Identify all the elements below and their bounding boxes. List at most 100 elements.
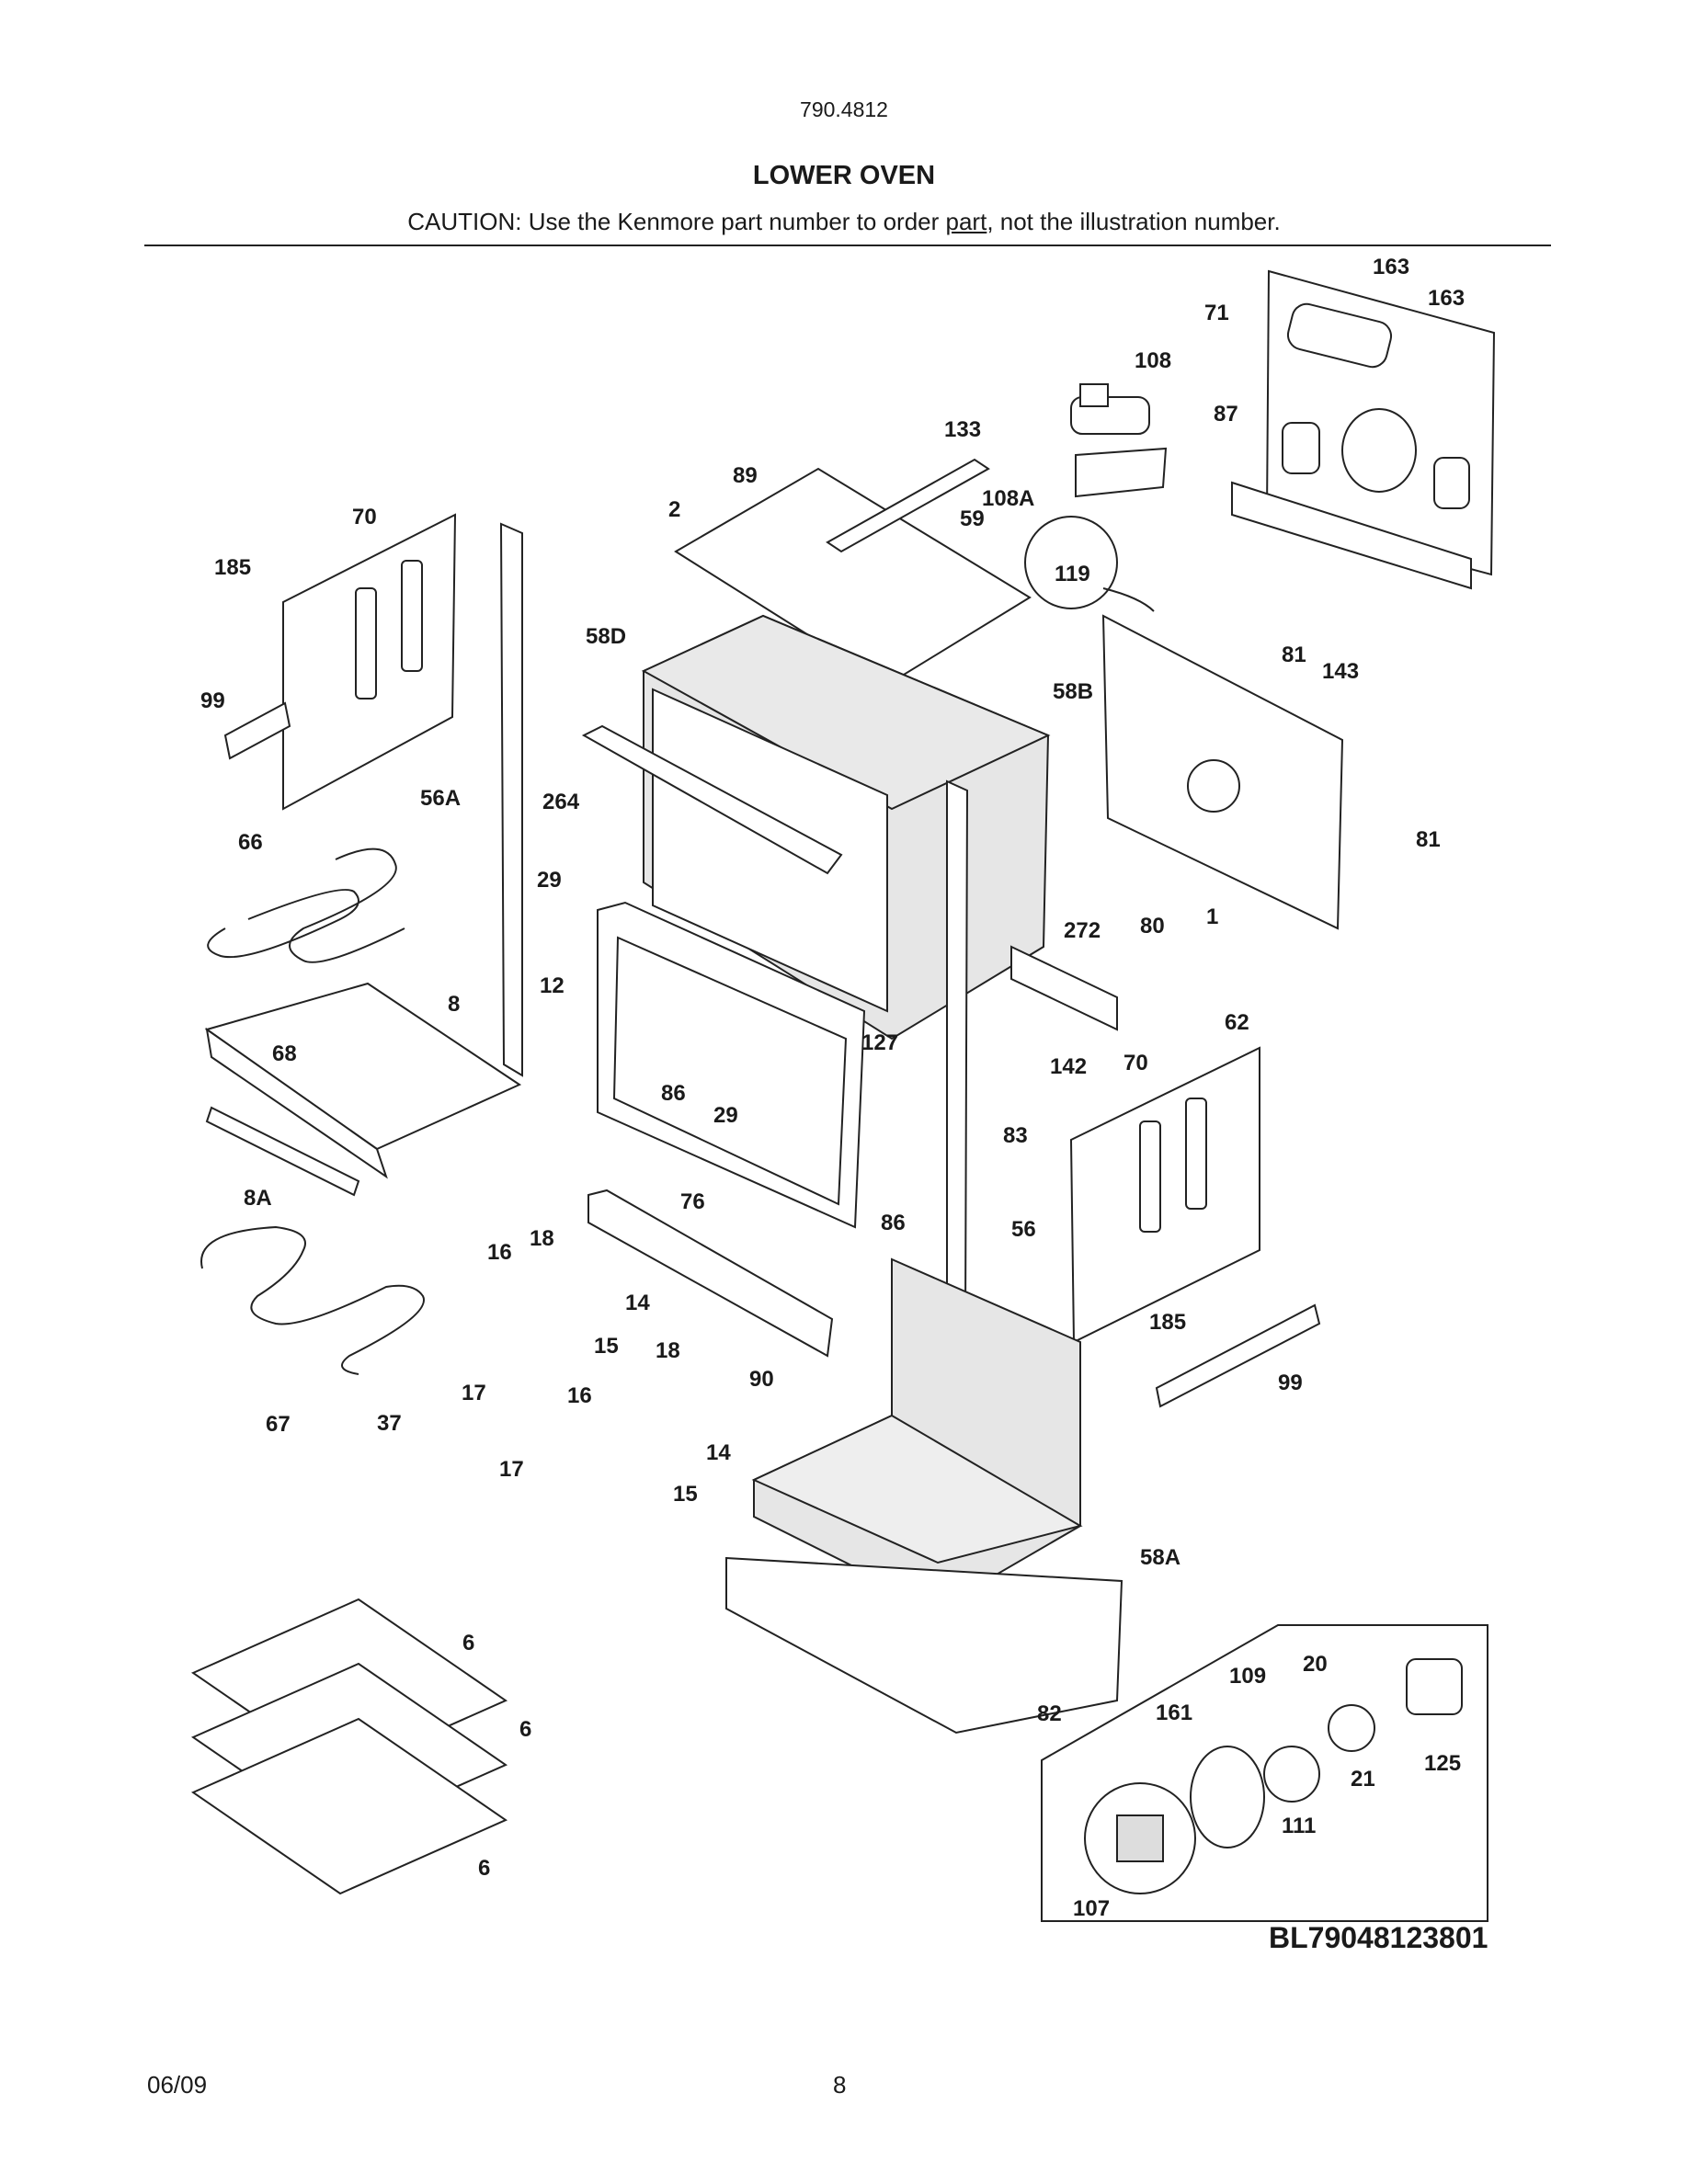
thermostat-inset-119 [1024,516,1155,612]
callout-82: 82 [1037,1701,1062,1726]
callout-14: 14 [625,1291,650,1315]
callout-58a: 58A [1140,1545,1180,1570]
bracket-99-left [223,701,291,760]
front-frame-264 [581,724,843,875]
trim-142 [1010,945,1118,1031]
callout-89: 89 [733,463,758,488]
footer-date: 06/09 [147,2071,208,2099]
callout-71: 71 [1204,301,1229,325]
side-panel-70-right [1069,1046,1260,1344]
callout-90: 90 [749,1367,774,1392]
callout-62: 62 [1225,1010,1249,1035]
callout-21: 21 [1351,1767,1375,1792]
bottom-tray-82 [725,1556,1123,1735]
callout-109: 109 [1229,1664,1266,1689]
rear-panel-71 [1265,269,1496,576]
callout-18: 18 [530,1226,554,1251]
callout-18: 18 [656,1338,680,1363]
callout-29: 29 [537,868,562,893]
model-number: 790.4812 [800,97,888,121]
rear-wall-1 [1101,614,1344,930]
caution-text-end: , not the illustration number. [987,208,1281,235]
callout-185: 185 [214,555,251,580]
callout-108: 108 [1135,348,1171,373]
motor-125 [1406,1658,1463,1715]
callout-99: 99 [200,688,225,713]
callout-16: 16 [567,1383,592,1408]
callout-133: 133 [944,417,981,442]
callout-80: 80 [1140,914,1165,938]
callout-161: 161 [1156,1701,1192,1725]
diagram-code: BL79048123801 [1269,1921,1488,1954]
strip-8A [205,1106,360,1197]
callout-37: 37 [377,1411,402,1436]
callout-17: 17 [499,1457,524,1482]
bake-element-66 [207,847,405,963]
callout-14: 14 [706,1440,731,1465]
callout-15: 15 [673,1482,698,1507]
callout-127: 127 [861,1030,898,1055]
broil-pan-8 [204,982,522,1179]
baffle-20 [1328,1704,1375,1752]
callout-87: 87 [1214,402,1238,427]
caution-note: CAUTION: Use the Kenmore part number to … [0,208,1688,236]
cooling-fan-108 [1070,383,1150,435]
callout-29: 29 [713,1103,738,1128]
callout-58d: 58D [586,624,626,649]
callout-143: 143 [1322,659,1359,684]
bottom-panel-58A [751,1257,1083,1610]
callout-6: 6 [462,1631,474,1655]
callout-108a: 108A [982,486,1034,511]
page-title: LOWER OVEN [752,161,936,190]
callout-81: 81 [1282,643,1306,667]
callout-67: 67 [266,1412,291,1437]
callout-86: 86 [661,1081,686,1106]
callout-119: 119 [1055,562,1090,586]
callout-58b: 58B [1053,679,1093,704]
callout-59: 59 [960,506,985,531]
bracket-108A [1075,447,1168,498]
callout-142: 142 [1050,1054,1087,1079]
callout-83: 83 [1003,1123,1028,1148]
side-panel-70 [282,513,457,811]
callout-70: 70 [1123,1051,1148,1075]
callout-125: 125 [1424,1751,1461,1776]
oven-racks-6 [190,1598,508,1895]
callout-56a: 56A [420,786,461,811]
lamp-housing-90 [587,1189,834,1358]
callout-6: 6 [519,1717,531,1742]
rail-56A [499,522,523,1077]
callout-17: 17 [462,1381,486,1405]
callout-86: 86 [881,1211,906,1235]
callout-264: 264 [542,790,580,814]
callout-81: 81 [1416,827,1441,852]
callout-68: 68 [272,1041,297,1066]
callout-15: 15 [594,1334,619,1359]
callout-111: 111 [1282,1814,1316,1838]
caution-text: CAUTION: Use the Kenmore part number to … [407,208,946,235]
callout-272: 272 [1064,918,1101,943]
callout-70: 70 [352,505,377,529]
header-divider [144,245,1551,246]
broil-element-67 [200,1225,425,1375]
caution-part-link: part [945,208,987,235]
callout-163: 163 [1373,255,1409,279]
callout-2: 2 [668,497,680,522]
part-drawings [190,269,1496,1922]
convection-cover-107 [1084,1782,1196,1894]
convection-element-161 [1190,1746,1265,1848]
callout-185: 185 [1149,1310,1186,1335]
callout-107: 107 [1073,1896,1110,1921]
callout-56: 56 [1011,1217,1036,1242]
callout-16: 16 [487,1240,512,1265]
bracket-87 [1231,481,1472,590]
callout-6: 6 [478,1856,490,1881]
rail-56 [946,779,969,1325]
callout-8a: 8A [244,1186,272,1211]
callout-66: 66 [238,830,263,855]
fan-blade-109 [1263,1746,1320,1803]
callout-99: 99 [1278,1371,1303,1395]
bracket-99-right [1155,1303,1321,1408]
callout-1: 1 [1206,904,1218,929]
